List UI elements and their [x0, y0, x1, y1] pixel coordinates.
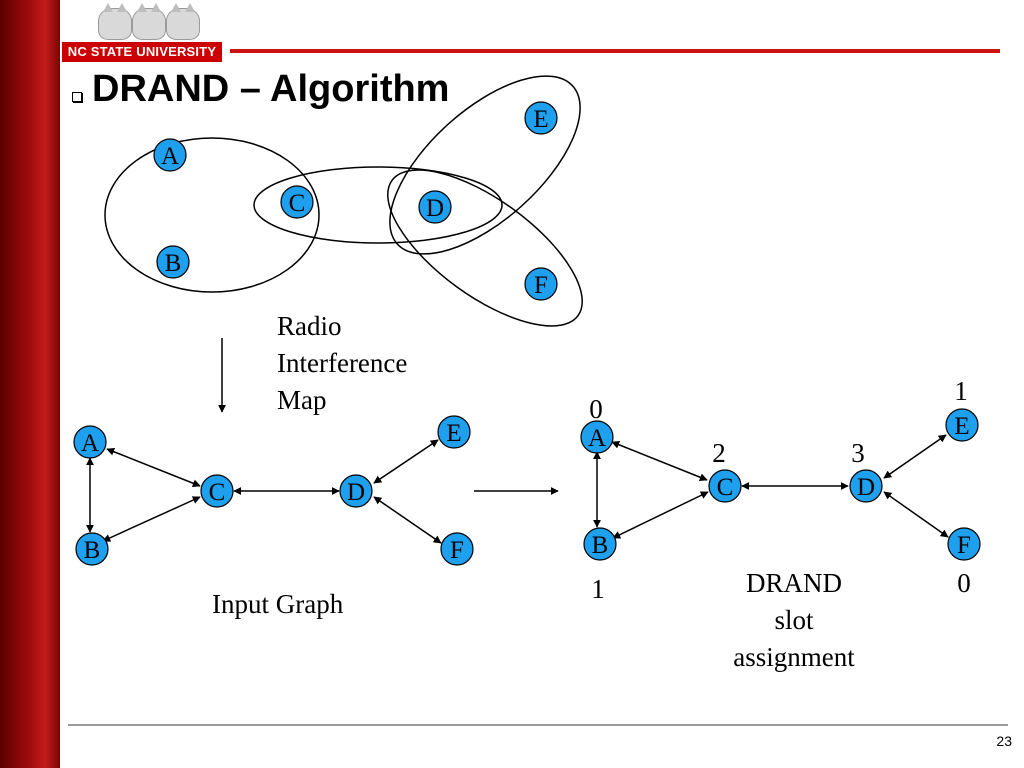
node-c — [280, 185, 314, 219]
slot-number-b: 1 — [591, 574, 605, 604]
node-label: C — [717, 474, 734, 501]
node-label: A — [588, 425, 606, 452]
node-a — [73, 425, 107, 459]
range-ellipse-df — [387, 169, 583, 327]
node-c — [708, 469, 742, 503]
node-b — [156, 245, 190, 279]
node-e — [524, 101, 558, 135]
node-c — [200, 474, 234, 508]
node-label: E — [954, 413, 969, 440]
node-b — [583, 527, 617, 561]
node-d — [418, 190, 452, 224]
slot-number-f: 0 — [957, 568, 971, 598]
node-label: B — [84, 537, 101, 564]
node-e — [437, 415, 471, 449]
node-label: F — [957, 532, 971, 559]
node-e — [945, 408, 979, 442]
header-rule — [230, 49, 1000, 53]
node-label: B — [592, 532, 609, 559]
edge-a-c — [611, 440, 708, 482]
node-a — [580, 420, 614, 454]
edge-d-e — [373, 439, 439, 484]
interference-map-label: Radio Interference Map — [277, 308, 407, 419]
input-graph-edges — [86, 439, 442, 544]
node-label: E — [533, 106, 548, 133]
edge-b-c — [102, 496, 201, 542]
edge-a-c — [106, 447, 201, 488]
range-ellipse-ab — [104, 137, 320, 293]
node-label: D — [347, 479, 365, 506]
footer-rule — [68, 724, 1008, 726]
input-graph-nodes — [73, 415, 474, 566]
drand-graph-edges — [593, 434, 949, 539]
node-a — [153, 138, 187, 172]
node-label: F — [450, 537, 464, 564]
node-label: C — [289, 190, 306, 217]
edge-d-f — [883, 491, 949, 538]
label-text: Radio Interference Map — [277, 311, 408, 415]
edge-d-f — [373, 496, 442, 544]
range-ellipse-de — [389, 75, 581, 255]
node-f — [440, 532, 474, 566]
wolves-logo — [96, 3, 201, 40]
node-b — [75, 532, 109, 566]
input-graph-label: Input Graph — [212, 589, 344, 619]
university-wordmark: NC STATE UNIVERSITY — [62, 42, 222, 62]
node-label: D — [426, 195, 444, 222]
drand-label: DRAND slot assignment — [733, 568, 855, 672]
drand-graph-nodes — [580, 408, 981, 561]
node-label: E — [446, 420, 461, 447]
slot-number-c: 2 — [712, 438, 726, 468]
slide-title: DRAND – Algorithm — [92, 68, 450, 110]
page-number: 23 — [996, 733, 1012, 749]
node-label: B — [165, 250, 182, 277]
slot-number-a: 0 — [589, 394, 603, 424]
title-bullet-icon — [72, 92, 82, 102]
interference-ranges — [104, 75, 583, 327]
node-d — [849, 469, 883, 503]
range-ellipse-cd — [253, 166, 503, 244]
node-label: A — [161, 143, 179, 170]
node-f — [947, 527, 981, 561]
slot-number-e: 1 — [954, 376, 968, 406]
node-label: D — [857, 474, 875, 501]
interference-nodes — [153, 101, 558, 301]
node-label: A — [81, 430, 99, 457]
node-d — [339, 474, 373, 508]
slot-number-d: 3 — [851, 438, 865, 468]
node-label: F — [534, 272, 548, 299]
edge-d-e — [883, 434, 947, 479]
node-f — [524, 267, 558, 301]
sidebar-band — [0, 0, 60, 768]
edge-b-c — [612, 491, 709, 539]
node-label: C — [209, 479, 226, 506]
